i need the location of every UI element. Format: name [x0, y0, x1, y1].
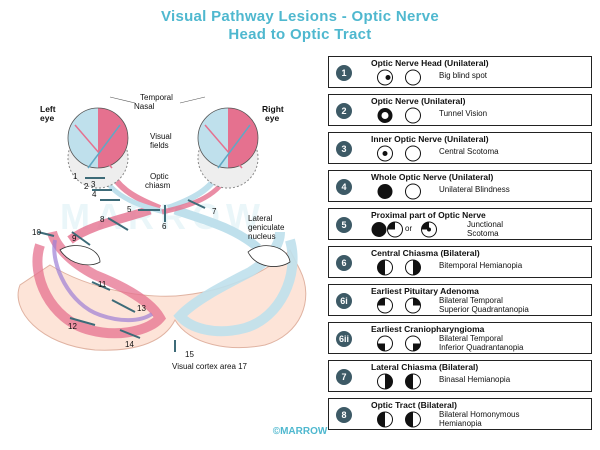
lesion-title: Earliest Pituitary Adenoma [371, 286, 479, 296]
lesion-description: Bitemporal Hemianopia [439, 262, 522, 271]
lesion-badge: 5 [336, 217, 352, 233]
lesion-row-4: 4 Whole Optic Nerve (Unilateral) Unilate… [328, 170, 592, 202]
field-icons [371, 145, 433, 162]
left-eye-label-2: eye [40, 113, 54, 123]
visual-cortex-label: Visual cortex area 17 [172, 362, 247, 371]
field-icons [371, 107, 433, 124]
diagram-number-13: 13 [137, 304, 146, 313]
lesion-row-3: 3 Inner Optic Nerve (Unilateral) Central… [328, 132, 592, 164]
visual-field-icon [371, 373, 433, 390]
lesion-badge: 8 [336, 407, 352, 423]
visual-field-icon [371, 335, 433, 352]
right-eye [198, 108, 258, 188]
diagram-number-6: 6 [162, 222, 166, 231]
lgn-label-1: Lateral [248, 214, 272, 223]
visual-fields-label-1: Visual [150, 132, 172, 141]
optic-chiasm-label-1: Optic [150, 172, 169, 181]
lesion-badge: 1 [336, 65, 352, 81]
visual-field-icon [371, 259, 433, 276]
lesion-description-line-2: Superior Quadrantanopia [439, 306, 529, 315]
right-optic-tract [175, 210, 258, 248]
visual-field-icon [371, 107, 433, 124]
visual-field-icon [371, 69, 433, 86]
lesion-description-line-2: Scotoma [467, 230, 499, 239]
lesion-title: Whole Optic Nerve (Unilateral) [371, 172, 493, 182]
lesion-title: Proximal part of Optic Nerve [371, 210, 486, 220]
lesion-row-1: 1 Optic Nerve Head (Unilateral) Big blin… [328, 56, 592, 88]
lesion-badge: 7 [336, 369, 352, 385]
lesion-title: Optic Tract (Bilateral) [371, 400, 457, 410]
temporal-label: Temporal [140, 93, 173, 102]
visual-field-icon [371, 297, 433, 314]
diagram-number-15: 15 [185, 350, 194, 359]
field-icons [371, 373, 433, 390]
lesion-row-6: 6 Central Chiasma (Bilateral) Bitemporal… [328, 246, 592, 278]
lesion-title: Inner Optic Nerve (Unilateral) [371, 134, 489, 144]
lesion-description: Binasal Hemianopia [439, 376, 510, 385]
visual-field-icon [371, 145, 433, 162]
lesion-description: Unilateral Blindness [439, 186, 510, 195]
lesion-badge: 4 [336, 179, 352, 195]
diagram-number-14: 14 [125, 340, 134, 349]
diagram-number-12: 12 [68, 322, 77, 331]
left-optic-tract [70, 210, 150, 240]
lesion-title: Optic Nerve (Unilateral) [371, 96, 465, 106]
field-icons [371, 183, 433, 200]
visual-field-icon [371, 183, 433, 200]
lgn-label-2: geniculate [248, 223, 284, 232]
lesion-row-5: 5 Proximal part of Optic Nerve or Juncti… [328, 208, 592, 240]
lesion-badge: 3 [336, 141, 352, 157]
lesion-description: Tunnel Vision [439, 110, 487, 119]
diagram-number-1: 1 [73, 172, 77, 181]
diagram-number-9: 9 [72, 234, 76, 243]
optic-chiasm-label-2: chiasm [145, 181, 170, 190]
lesion-row-6ii: 6ii Earliest Craniopharyngioma Bilateral… [328, 322, 592, 354]
or-label: or [405, 224, 412, 233]
field-icons [371, 297, 433, 314]
lesion-title: Earliest Craniopharyngioma [371, 324, 484, 334]
diagram-number-11: 11 [98, 280, 106, 289]
lesion-description: Central Scotoma [439, 148, 499, 157]
visual-fields-label-2: fields [150, 141, 169, 150]
lesion-description: Big blind spot [439, 72, 487, 81]
field-icons [371, 335, 433, 352]
visual-pathway-diagram [0, 0, 330, 420]
lesion-badge: 6i [336, 293, 352, 309]
diagram-number-10: 10 [32, 228, 41, 237]
lesion-title: Central Chiasma (Bilateral) [371, 248, 480, 258]
field-icons [371, 259, 433, 276]
left-lgn [60, 246, 100, 265]
lesion-row-7: 7 Lateral Chiasma (Bilateral) Binasal He… [328, 360, 592, 392]
lesion-description-line-2: Inferior Quadrantanopia [439, 344, 524, 353]
lgn-label-3: nucleus [248, 232, 276, 241]
nasal-label: Nasal [134, 102, 154, 111]
lesion-row-2: 2 Optic Nerve (Unilateral) Tunnel Vision [328, 94, 592, 126]
lesion-row-6i: 6i Earliest Pituitary Adenoma Bilateral … [328, 284, 592, 316]
field-icons [371, 69, 433, 86]
lesion-title: Optic Nerve Head (Unilateral) [371, 58, 489, 68]
lesion-badge: 2 [336, 103, 352, 119]
right-eye-label-2: eye [265, 113, 279, 123]
diagram-number-8: 8 [100, 215, 104, 224]
footer-brand: ©MARROW [0, 426, 600, 437]
diagram-number-2: 2 [84, 182, 88, 191]
diagram-number-5: 5 [127, 205, 131, 214]
lesion-badge: 6 [336, 255, 352, 271]
lesion-title: Lateral Chiasma (Bilateral) [371, 362, 478, 372]
diagram-number-4: 4 [92, 190, 96, 199]
diagram-number-3: 3 [91, 180, 95, 189]
lesion-badge: 6ii [336, 331, 352, 347]
diagram-number-7: 7 [212, 207, 216, 216]
